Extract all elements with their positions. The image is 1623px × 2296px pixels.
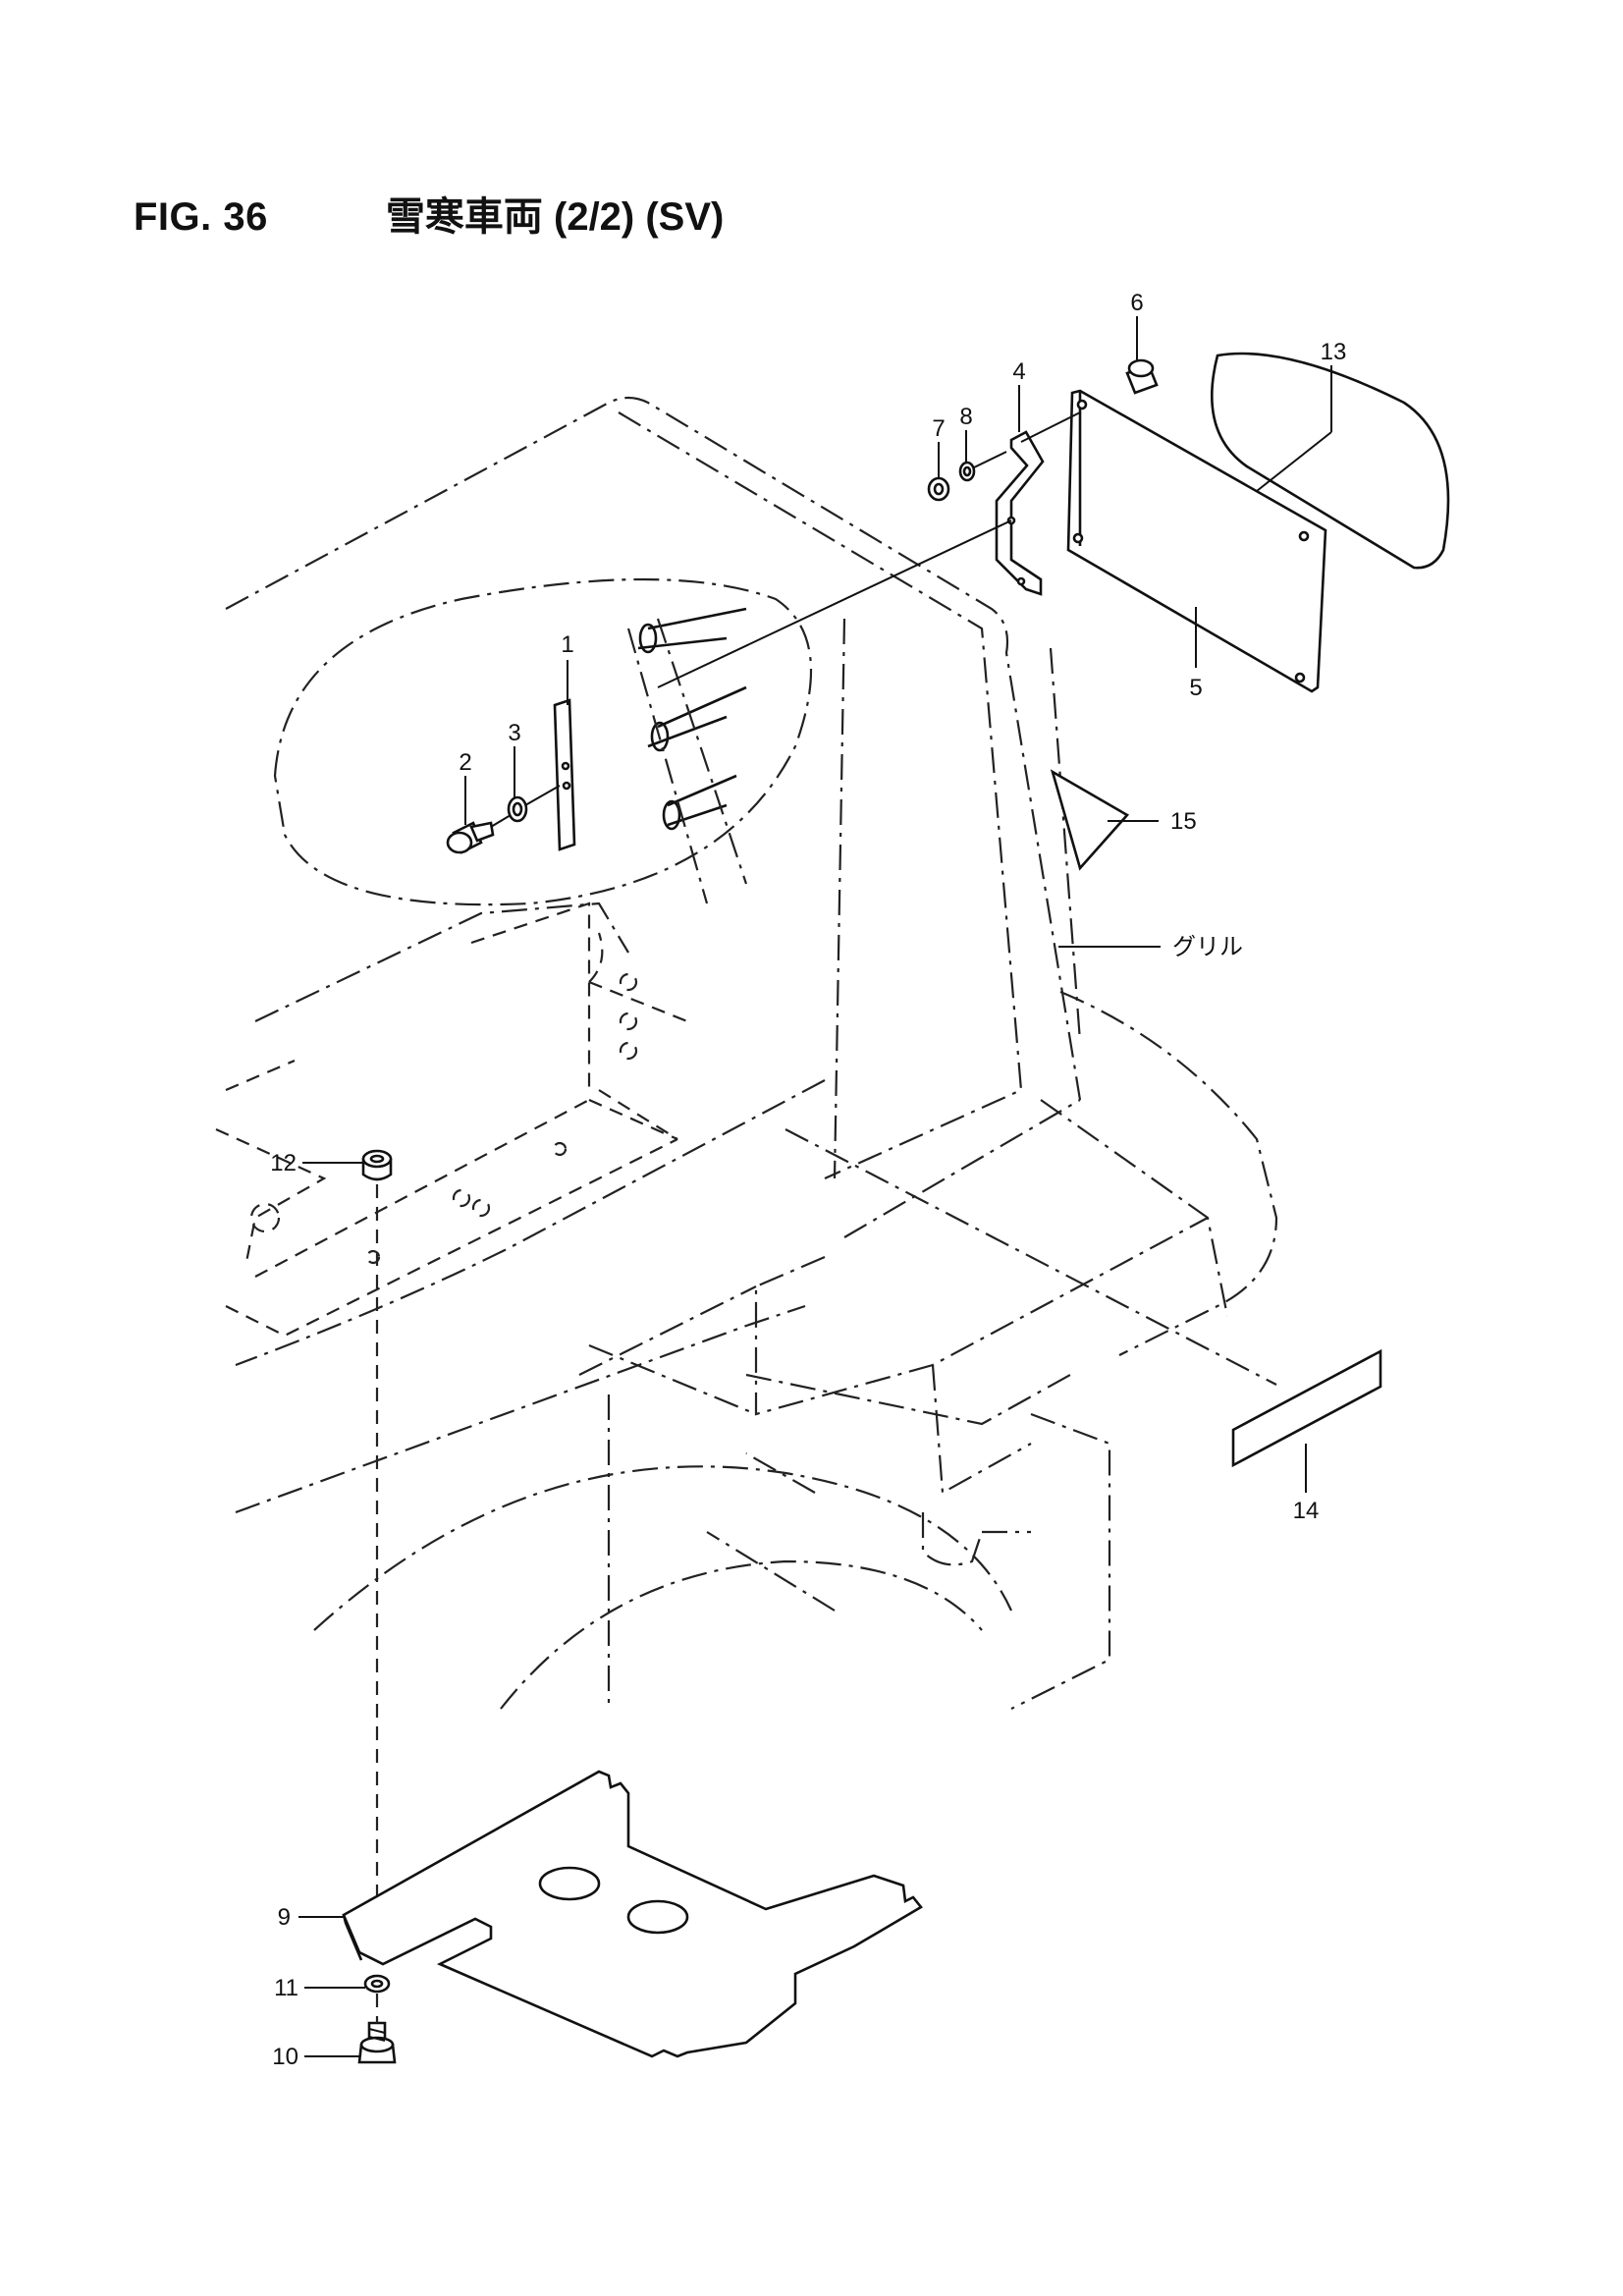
callout-2: 2 <box>459 749 471 776</box>
callout-12: 12 <box>270 1150 297 1176</box>
callout-1: 1 <box>561 631 573 658</box>
callout-7: 7 <box>932 415 945 442</box>
figure-number: FIG. 36 <box>134 195 268 239</box>
part-1-strip <box>553 698 576 851</box>
part-6-bolt <box>1125 358 1159 395</box>
part-7-nut <box>927 476 950 502</box>
callout-labels: 1 2 3 4 5 6 7 8 9 10 11 12 13 14 15 グリル <box>270 290 1346 2070</box>
callout-14: 14 <box>1293 1498 1320 1524</box>
vehicle-body-outline <box>225 396 1278 1710</box>
callout-leaders <box>298 316 1332 2057</box>
part-9-cover-plate <box>342 1770 923 2058</box>
figure-title: 雪寒車両 (2/2) (SV) <box>385 195 725 239</box>
part-13-sheet <box>1211 352 1450 570</box>
part-12-nut <box>361 1149 393 1181</box>
lower-frame <box>215 902 688 1338</box>
part-4-bracket <box>995 430 1045 596</box>
part-3-washer <box>507 795 528 823</box>
callout-9: 9 <box>278 1904 291 1931</box>
callout-10: 10 <box>272 2044 298 2070</box>
part-2-bolt <box>446 821 495 854</box>
detail-view-ellipse <box>273 577 813 906</box>
figure-header: FIG. 36 雪寒車両 (2/2) (SV) <box>134 185 724 244</box>
callout-4: 4 <box>1012 358 1025 385</box>
part-5-plate <box>1066 389 1327 693</box>
part-8-washer <box>958 461 976 482</box>
callout-5: 5 <box>1189 675 1202 701</box>
part-14-label <box>1231 1348 1382 1468</box>
callout-6: 6 <box>1130 290 1143 316</box>
part-10-bolt <box>357 2021 397 2064</box>
part-11-washer <box>363 1974 391 1994</box>
callout-11: 11 <box>274 1975 298 2001</box>
callout-3: 3 <box>508 720 520 746</box>
callout-15: 15 <box>1170 808 1197 835</box>
callout-grille: グリル <box>1172 934 1243 960</box>
callout-8: 8 <box>959 404 972 430</box>
callout-13: 13 <box>1321 339 1347 365</box>
part-15-triangle <box>1050 769 1130 871</box>
